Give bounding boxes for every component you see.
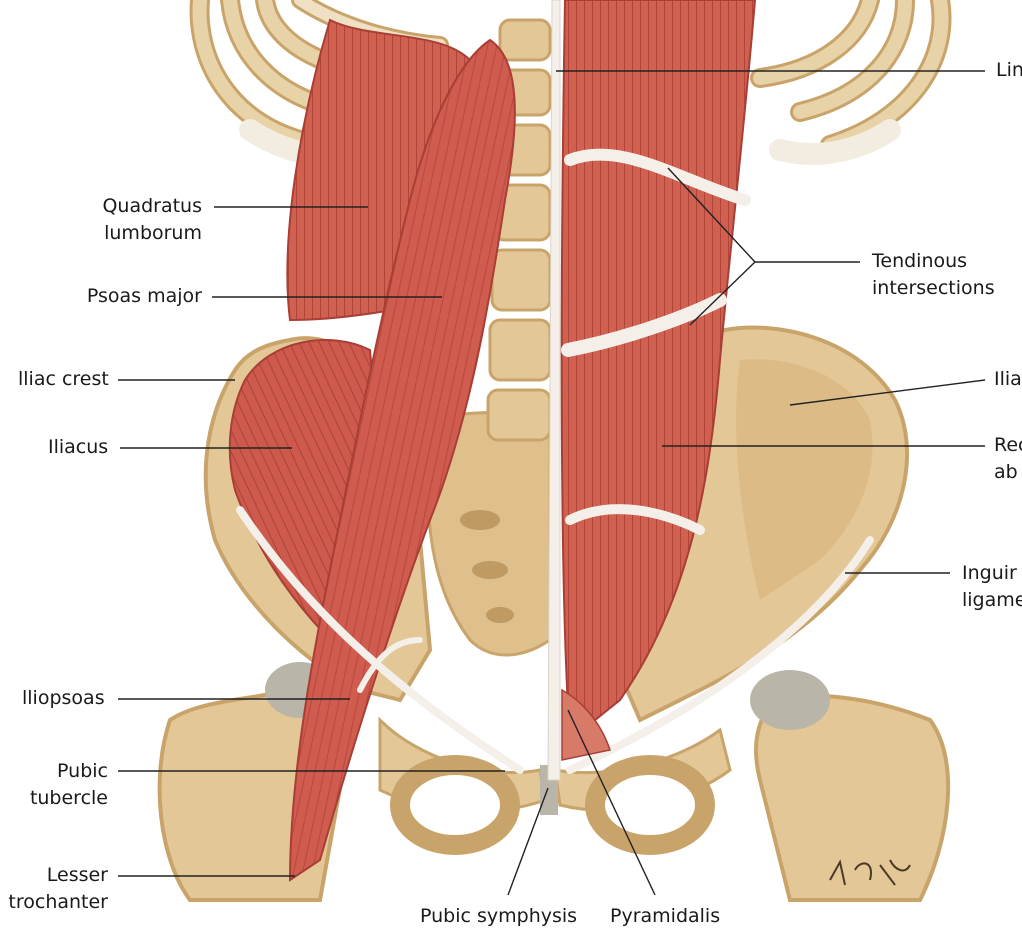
psoas-major-muscle: [288, 38, 516, 882]
tendinous-intersections: [561, 148, 751, 535]
label-iliacus: Iliacus: [48, 434, 108, 461]
label-tendinous-intersections: Tendinous intersections: [872, 248, 995, 302]
label-line: Pubic: [57, 760, 108, 782]
label-line: Inguir: [962, 562, 1017, 584]
label-inguinal-ligament: Inguir ligame: [962, 560, 1022, 614]
label-line: Rec: [994, 434, 1022, 456]
linea-alba: [547, 0, 561, 781]
label-line: Ilia: [994, 368, 1022, 390]
label-line: intersections: [872, 277, 995, 299]
label-rectus-abdominis: Rec ab: [994, 432, 1022, 486]
label-psoas-major: Psoas major: [50, 283, 202, 310]
label-line: Lesser: [46, 864, 108, 886]
label-iliac-crest: lliac crest: [18, 366, 109, 393]
label-line: Psoas major: [86, 285, 202, 307]
label-line: Iliacus: [48, 436, 109, 458]
label-line: trochanter: [8, 891, 108, 913]
artist-signature: [829, 859, 911, 886]
label-line: Lin: [996, 59, 1022, 81]
label-pyramidalis: Pyramidalis: [610, 903, 720, 930]
label-line: Tendinous: [872, 250, 968, 272]
label-pubic-tubercle: Pubic tubercle: [0, 758, 108, 812]
label-lesser-trochanter: Lesser trochanter: [0, 862, 108, 916]
label-pubic-symphysis: Pubic symphysis: [420, 903, 577, 930]
label-iliac-fossa: Ilia: [994, 366, 1022, 393]
label-line: Quadratus: [102, 195, 202, 217]
label-line: lliopsoas: [22, 687, 105, 709]
label-linea-alba: Lin: [996, 57, 1022, 84]
pyramidalis-muscle: [561, 688, 611, 761]
label-quadratus-lumborum: Quadratus lumborum: [60, 193, 202, 247]
label-line: lumborum: [104, 222, 202, 244]
label-iliopsoas: lliopsoas: [22, 685, 105, 712]
label-line: ab: [994, 461, 1018, 483]
label-line: Pyramidalis: [610, 905, 721, 927]
label-line: Pubic symphysis: [420, 905, 578, 927]
inguinal-ligaments: [236, 506, 874, 774]
label-line: ligame: [962, 589, 1022, 611]
label-line: tubercle: [29, 787, 108, 809]
leader-lines: [118, 70, 986, 896]
rib-cage: [189, 0, 952, 170]
label-line: lliac crest: [18, 368, 109, 390]
